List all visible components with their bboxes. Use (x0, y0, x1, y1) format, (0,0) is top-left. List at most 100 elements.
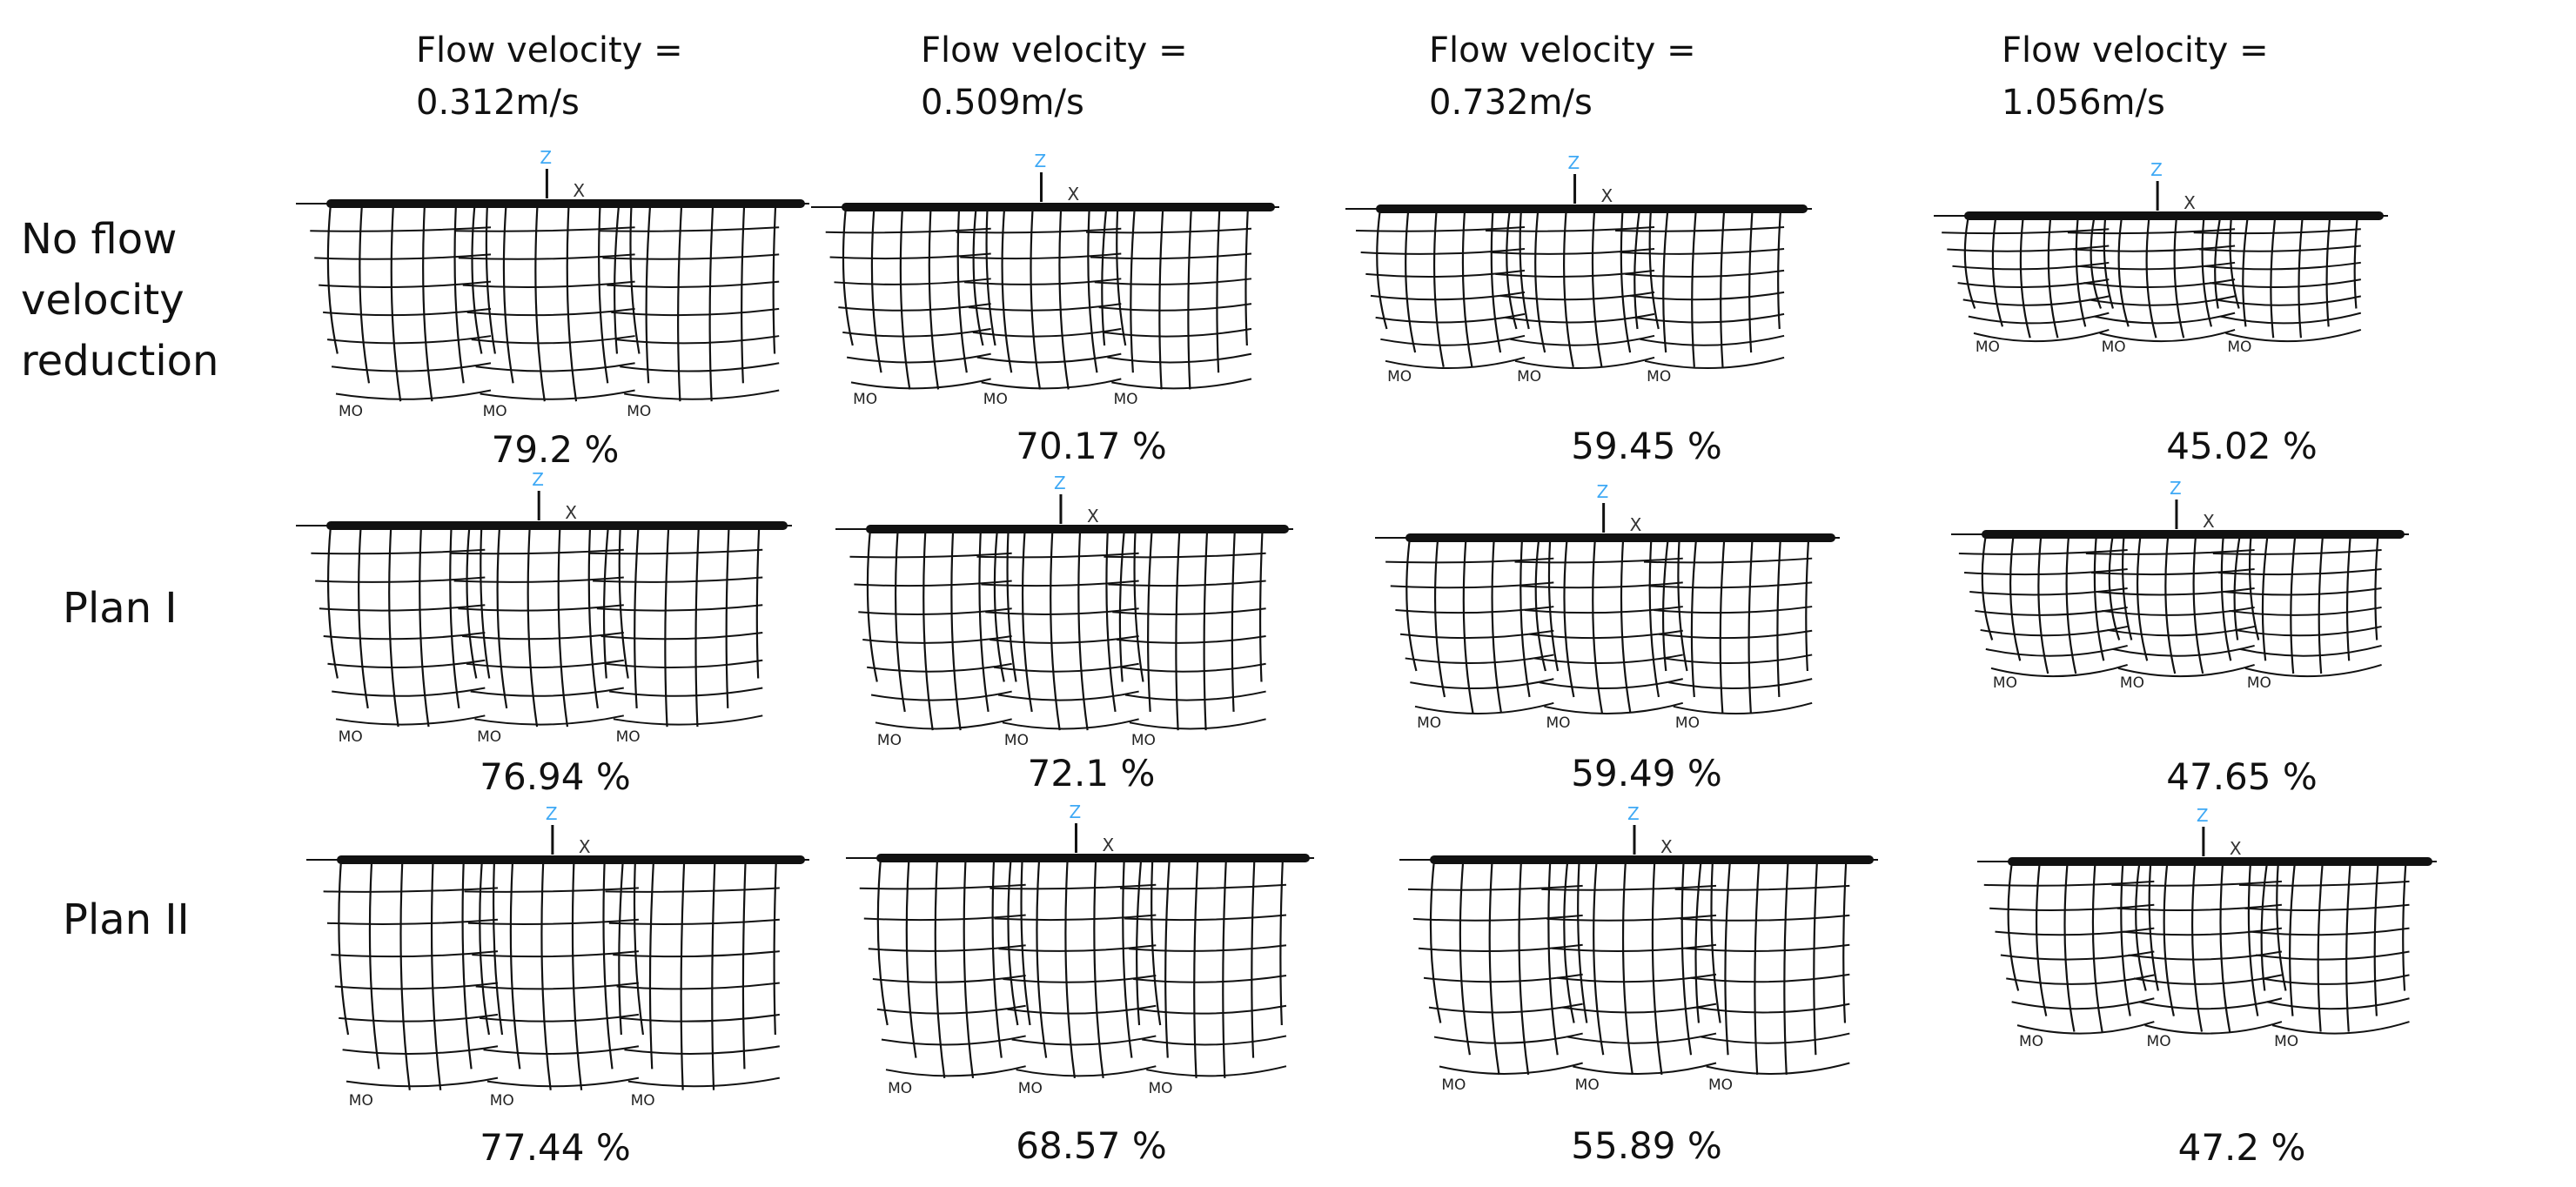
net-vertical-line (2063, 861, 2076, 1032)
net-horizontal-line (885, 1065, 1026, 1077)
net-horizontal-line (1962, 295, 2110, 306)
net-horizontal-line (596, 604, 763, 612)
node-mo-label: MO (477, 728, 501, 746)
net-horizontal-line (1003, 974, 1157, 983)
net-horizontal-line (2215, 295, 2362, 306)
net-horizontal-line (483, 1045, 640, 1055)
percentage-r3-c4: 47.2 % (2177, 1126, 2306, 1169)
net-horizontal-line (475, 362, 635, 372)
net-vertical-line (430, 859, 442, 1090)
net-horizontal-line (458, 253, 635, 260)
column-velocity-value: 1.056m/s (2002, 83, 2165, 123)
net-horizontal-line (2198, 245, 2361, 252)
net-vertical-line (1147, 528, 1153, 712)
net-vertical-line (894, 528, 906, 713)
net-horizontal-line (2224, 587, 2382, 596)
node-mo-label: MO (349, 1092, 373, 1110)
percentage-r1-c4: 45.02 % (2166, 425, 2318, 467)
net-horizontal-line (1405, 654, 1554, 665)
net-horizontal-line (976, 352, 1122, 364)
net-vertical-line (1661, 537, 1669, 672)
net-horizontal-line (989, 883, 1157, 890)
net-horizontal-line (1952, 261, 2110, 271)
net-horizontal-line (1985, 644, 2128, 657)
net-horizontal-line (624, 1045, 781, 1055)
net-vertical-line (399, 859, 411, 1090)
net-vertical-line (2103, 215, 2115, 309)
net-vertical-line (1710, 859, 1721, 1023)
net-vertical-line (471, 203, 483, 354)
net-horizontal-line (1112, 607, 1266, 615)
net-vertical-line (614, 203, 621, 354)
row-label-line: Plan II (63, 895, 190, 944)
net-horizontal-line (2099, 328, 2236, 343)
net-vertical-line (1593, 859, 1605, 1056)
net-horizontal-line (616, 982, 780, 990)
column-title-line: Flow velocity = (416, 30, 683, 70)
column-velocity-value: 0.509m/s (921, 83, 1084, 123)
node-mo-label: MO (1517, 368, 1541, 386)
net-vertical-line (449, 525, 460, 709)
net-horizontal-line (981, 378, 1122, 390)
net-vertical-line (2325, 215, 2331, 327)
net-horizontal-line (609, 687, 763, 697)
net-horizontal-line (1412, 914, 1583, 922)
net-horizontal-line (1120, 883, 1287, 890)
net-horizontal-line (466, 307, 635, 317)
axis-x-label: X (1102, 835, 1114, 855)
net-vertical-line (2065, 533, 2077, 674)
net-horizontal-line (2011, 997, 2155, 1010)
net-horizontal-line (1663, 654, 1813, 665)
net-vertical-line (2345, 861, 2351, 1032)
net-horizontal-line (1983, 880, 2155, 887)
net-horizontal-line (1706, 1062, 1850, 1075)
net-vertical-line (1519, 537, 1531, 698)
net-horizontal-line (332, 687, 486, 697)
net-vertical-line (1577, 859, 1588, 1023)
axis-x-label: X (565, 502, 577, 523)
net-horizontal-line (474, 714, 625, 726)
net-vertical-line (772, 203, 777, 354)
net-horizontal-line (1423, 973, 1583, 983)
net-horizontal-line (2122, 927, 2283, 936)
net-horizontal-line (1544, 701, 1684, 714)
net-horizontal-line (1111, 378, 1252, 390)
net-horizontal-line (1648, 581, 1813, 589)
net-horizontal-line (1514, 557, 1683, 564)
net-vertical-line (2270, 215, 2277, 339)
net-horizontal-line (605, 659, 763, 669)
net-horizontal-line (466, 659, 624, 669)
net-horizontal-line (1674, 884, 1850, 891)
column-title-4: Flow velocity = 1.056m/s (2002, 24, 2269, 129)
net-vertical-line (694, 525, 701, 728)
node-mo-label: MO (2247, 674, 2271, 692)
net-horizontal-line (1620, 247, 1785, 255)
net-vertical-line (2117, 215, 2130, 327)
node-mo-label: MO (1708, 1076, 1733, 1094)
net-horizontal-line (1643, 557, 1813, 564)
net-vertical-line (972, 206, 984, 346)
net-vertical-line (502, 203, 514, 384)
net-horizontal-line (989, 635, 1139, 644)
net-vertical-line (1433, 537, 1446, 698)
axis-z-label: Z (1568, 152, 1580, 173)
net-horizontal-line (611, 307, 780, 317)
axis-z-label: Z (540, 147, 552, 168)
net-horizontal-line (2138, 997, 2283, 1010)
axis-x-label: X (579, 836, 591, 857)
net-vertical-line (711, 859, 716, 1090)
axis-z-label: Z (546, 803, 558, 824)
net-vertical-line (1429, 859, 1442, 1023)
net-horizontal-line (850, 378, 991, 390)
net-vertical-line (648, 859, 655, 1070)
net-horizontal-line (315, 576, 486, 583)
net-horizontal-line (467, 918, 639, 925)
net-vertical-line (1748, 537, 1754, 714)
net-horizontal-line (863, 914, 1026, 922)
net-horizontal-line (1654, 606, 1813, 614)
net-horizontal-line (1002, 718, 1139, 730)
